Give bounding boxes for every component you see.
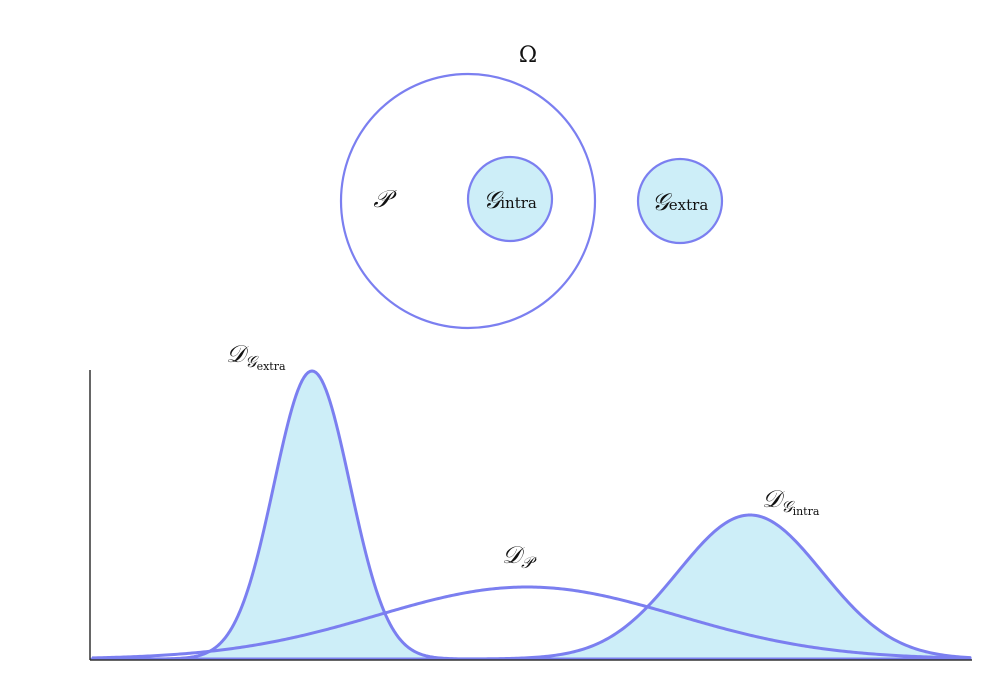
omega-circle <box>339 72 597 330</box>
d-g-intra-curve <box>90 513 972 661</box>
g-intra-label: 𝒢intra <box>483 186 537 214</box>
omega-label: Ω <box>519 43 537 68</box>
d-g-intra-label: 𝒟𝒢intra <box>762 485 820 518</box>
g-extra-circle <box>636 157 724 245</box>
set-diagram: Ω 𝒫 𝒢intra 𝒢extra <box>339 43 724 330</box>
g-intra-circle <box>466 155 554 243</box>
g-extra-label: 𝒢extra <box>652 188 709 216</box>
p-label: 𝒫 <box>373 185 397 213</box>
d-g-extra-label: 𝒟𝒢extra <box>226 340 286 373</box>
d-p-label: 𝒟𝒫 <box>502 541 537 572</box>
d-p-curve <box>91 585 971 660</box>
distribution-plot: 𝒟𝒢extra 𝒟𝒫 𝒟𝒢intra <box>89 340 972 661</box>
